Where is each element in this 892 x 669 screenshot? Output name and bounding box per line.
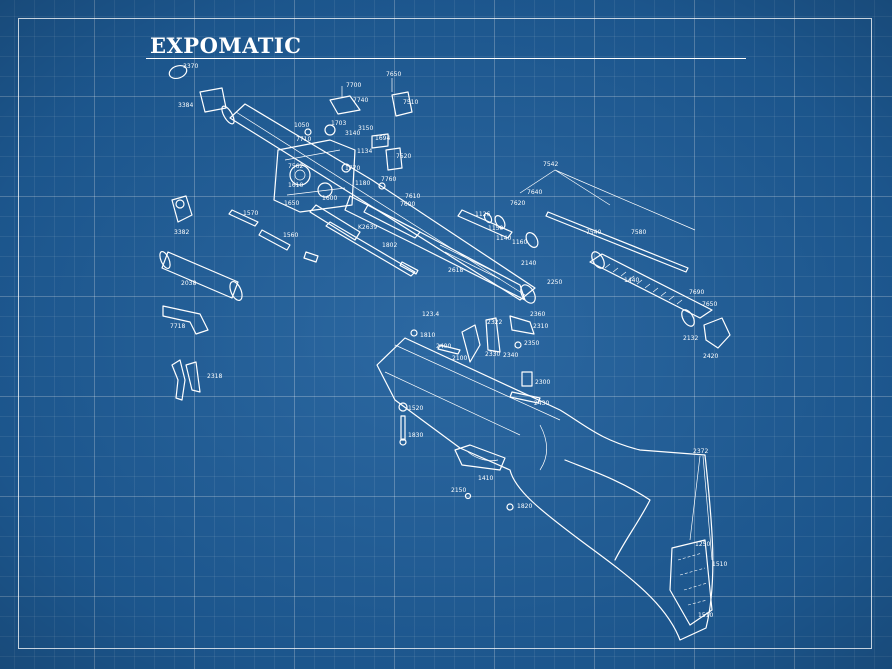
part-label-2340: 2340 <box>503 352 518 359</box>
blueprint-title: EXPOMATIC <box>150 33 302 58</box>
part-label-2618: 2618 <box>448 267 463 274</box>
part-label-7760: 7760 <box>381 176 396 183</box>
part-label-7650-b: 7650 <box>702 301 717 308</box>
part-label-3384: 3384 <box>178 102 193 109</box>
part-label-1770: 1770 <box>345 165 360 172</box>
part-label-1410: 1410 <box>478 475 493 482</box>
part-label-7562: 7562 <box>288 163 303 170</box>
part-label-3140: 3140 <box>345 130 360 137</box>
part-label-7620: 7620 <box>510 200 525 207</box>
part-label-1250: 1250 <box>695 541 710 548</box>
rifle-stock-drawing: 2372 1250 1510 1510 1410 2150 1820 <box>376 337 727 641</box>
part-label-2360: 2360 <box>530 311 545 318</box>
left-column-parts-drawing: 3382 2038 7718 2318 1570 1560 <box>159 195 319 401</box>
part-label-1610: 1610 <box>288 182 303 189</box>
part-label-3382: 3382 <box>174 229 189 236</box>
part-label-1650: 1650 <box>284 200 299 207</box>
part-label-1440: 1440 <box>624 277 639 284</box>
part-label-1150: 1150 <box>488 225 503 232</box>
part-label-1820: 1820 <box>517 503 532 510</box>
part-label-1140: 1140 <box>496 235 511 242</box>
trigger-group-drawing: 123.4 1810 2322 2360 2310 2400 2100 2330… <box>398 311 550 446</box>
part-label-7690: 7690 <box>689 289 704 296</box>
part-label-3370: 3370 <box>183 63 198 70</box>
part-label-2330: 2330 <box>485 351 500 358</box>
part-label-7510: 7510 <box>403 99 418 106</box>
part-label-2322: 2322 <box>487 319 502 326</box>
part-label-2318: 2318 <box>207 373 222 380</box>
part-label-7540: 7540 <box>586 229 601 236</box>
part-label-1802: 1802 <box>382 242 397 249</box>
part-label-7650-a: 7650 <box>386 71 401 78</box>
part-label-7580: 7580 <box>631 229 646 236</box>
title-underline <box>146 58 746 59</box>
part-label-2150: 2150 <box>451 487 466 494</box>
part-label-7740: 7740 <box>353 97 368 104</box>
part-label-7700: 7700 <box>346 82 361 89</box>
part-label-1694: 1694 <box>375 135 390 142</box>
part-label-2420: 2420 <box>703 353 718 360</box>
part-label-1703: 1703 <box>331 120 346 127</box>
barrel-receiver-drawing <box>199 87 536 304</box>
part-label-1600: 1600 <box>322 195 337 202</box>
part-label-7640: 7640 <box>527 189 542 196</box>
part-label-1520: 1520 <box>408 405 423 412</box>
part-label-2100: 2100 <box>452 355 467 362</box>
part-label-2372: 2372 <box>693 448 708 455</box>
part-label-123-4: 123.4 <box>422 311 439 318</box>
part-label-1134: 1134 <box>357 148 372 155</box>
part-label-2132: 2132 <box>683 335 698 342</box>
part-label-2350: 2350 <box>524 340 539 347</box>
part-label-7718: 7718 <box>170 323 185 330</box>
part-label-1810: 1810 <box>420 332 435 339</box>
part-label-7710: 7710 <box>296 136 311 143</box>
part-label-7600: 7600 <box>400 201 415 208</box>
part-label-7542: 7542 <box>543 161 558 168</box>
part-label-1510-a: 1510 <box>712 561 727 568</box>
part-label-2140: 2140 <box>521 260 536 267</box>
part-label-2038: 2038 <box>181 280 196 287</box>
part-label-1126: 1126 <box>475 211 490 218</box>
part-label-1160: 1160 <box>512 239 527 246</box>
part-label-2310: 2310 <box>533 323 548 330</box>
part-label-1570: 1570 <box>243 210 258 217</box>
top-small-parts-drawing: 3370 3384 7650 7700 7740 7510 1050 1703 … <box>168 63 420 249</box>
part-label-1510-b: 1510 <box>698 612 713 619</box>
part-label-1050: 1050 <box>294 122 309 129</box>
part-label-3150: 3150 <box>358 125 373 132</box>
spring-cylinder-drawing: 7542 7640 7620 1126 1150 1140 1160 7540 … <box>448 161 731 360</box>
part-label-2400: 2400 <box>436 343 451 350</box>
part-label-1560: 1560 <box>283 232 298 239</box>
part-label-2250: 2250 <box>547 279 562 286</box>
part-label-1180: 1180 <box>355 180 370 187</box>
part-label-2300: 2300 <box>535 379 550 386</box>
part-label-1830: 1830 <box>408 432 423 439</box>
part-label-2430: 2430 <box>534 400 549 407</box>
part-label-7610: 7610 <box>405 193 420 200</box>
part-label-K2639: K2639 <box>358 224 377 231</box>
part-label-7520: 7520 <box>396 153 411 160</box>
